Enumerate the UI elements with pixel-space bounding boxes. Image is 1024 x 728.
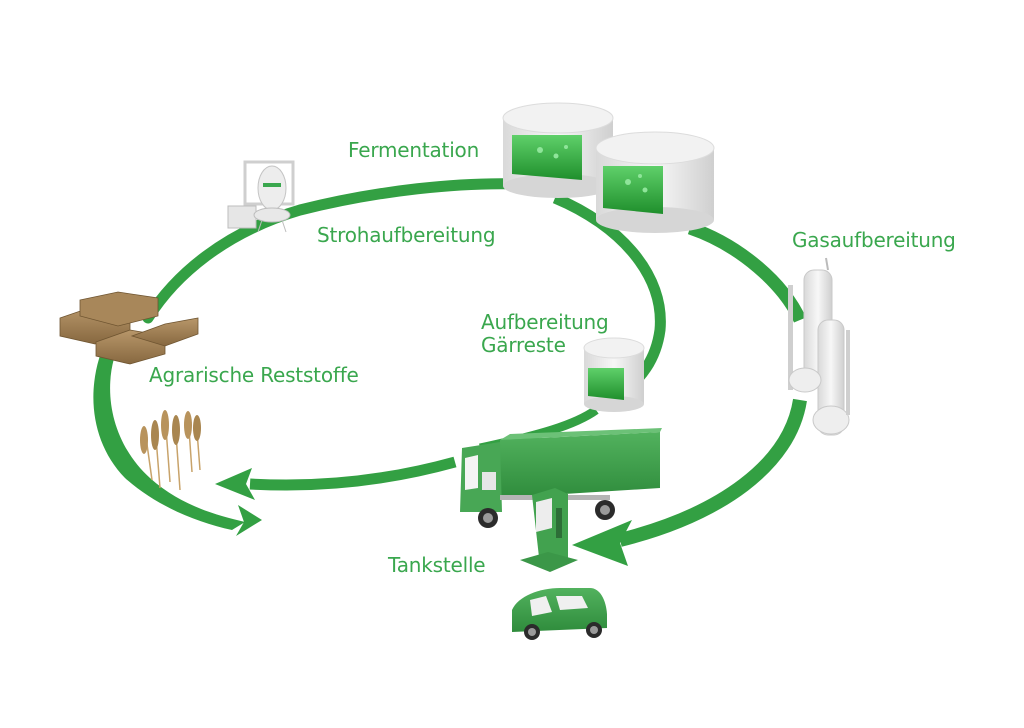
arrowhead-truck-to-agrar — [215, 468, 255, 500]
fermenter-tanks-icon — [502, 102, 715, 233]
label-tankstelle: Tankstelle — [388, 553, 486, 577]
flow-path-truck-to-agrar — [249, 456, 457, 491]
fermenter-tank-1 — [502, 102, 614, 198]
flow-path-agrar-to-stroh — [142, 178, 526, 324]
label-gasaufbereitung: Gasaufbereitung — [792, 228, 956, 252]
truck-icon — [460, 428, 662, 528]
flow-path-gas-to-tank — [618, 398, 807, 547]
label-strohaufbereitung: Strohaufbereitung — [317, 223, 496, 247]
fuel-pump-icon — [520, 488, 578, 572]
flow-path-fermentation-to-gas — [687, 221, 806, 323]
fermenter-tank-2 — [595, 131, 715, 233]
label-fermentation: Fermentation — [348, 138, 480, 162]
label-aufbereitung-gaerreste: Aufbereitung Gärreste — [481, 310, 609, 357]
straw-bales-icon — [59, 291, 199, 365]
flow-path-agrar-left-arc — [93, 336, 245, 530]
gas-upgrading-columns-icon — [788, 257, 850, 436]
car-icon — [512, 588, 607, 640]
wheat-stalks-icon — [140, 410, 201, 491]
arrowhead-agrar-left — [236, 505, 262, 536]
label-agrarische-reststoffe: Agrarische Reststoffe — [149, 363, 359, 387]
arrowhead-gas-to-tank — [572, 520, 632, 566]
straw-processing-machine-icon — [227, 160, 295, 233]
digestate-tank-icon — [583, 337, 645, 412]
